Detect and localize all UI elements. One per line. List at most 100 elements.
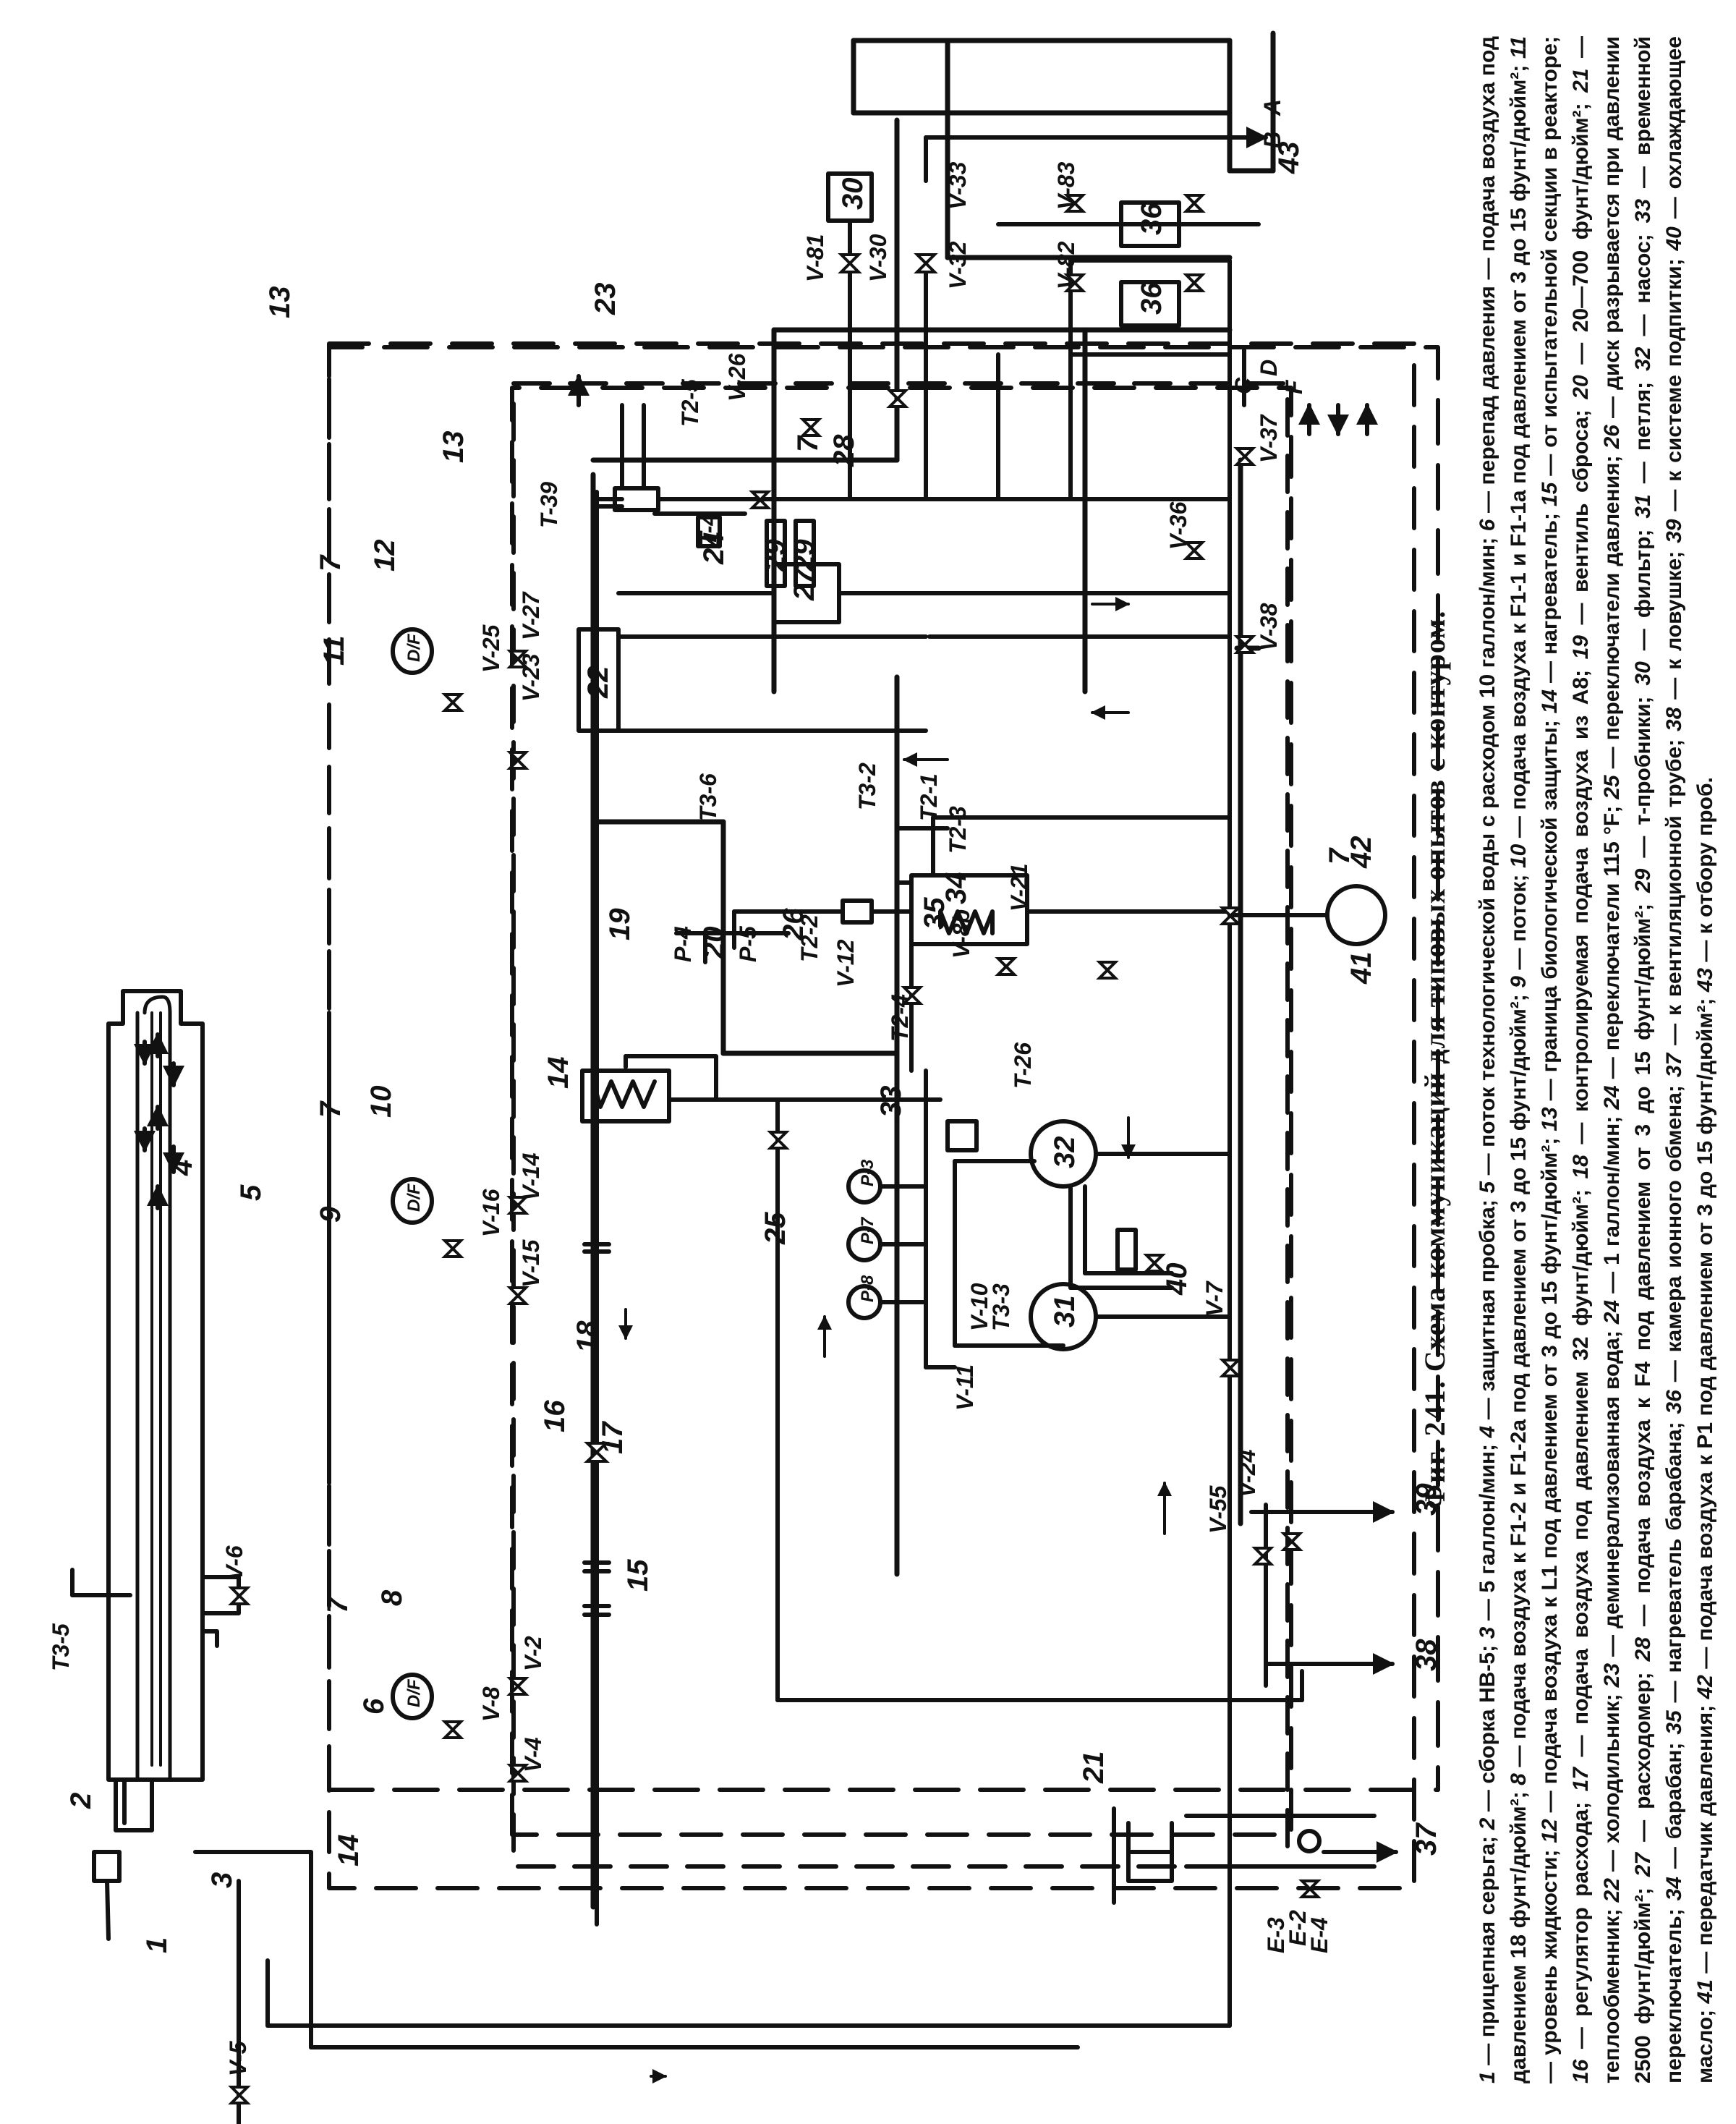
label-2: 2	[65, 1793, 97, 1809]
legend-key: 36	[1662, 1390, 1686, 1414]
legend-item: 14 — нагреватель;	[1538, 506, 1562, 713]
label-9: 9	[315, 1206, 346, 1223]
legend-text: — нагреватель барабана;	[1662, 1414, 1686, 1711]
legend-key: 6	[1476, 519, 1499, 532]
tag-v6: V-6	[221, 1545, 247, 1581]
valve-icon	[749, 490, 772, 509]
valve-icon	[1096, 961, 1119, 980]
valve-icon	[584, 1442, 610, 1463]
tag-v21: V-21	[1006, 864, 1032, 912]
legend-key: 17	[1569, 1767, 1593, 1792]
legend-key: 16	[1569, 2059, 1593, 2083]
label-8: 8	[376, 1589, 408, 1606]
valve-icon	[995, 957, 1018, 976]
legend-item: 20 — 20—700 фунт/дюйм²;	[1569, 93, 1593, 399]
valve-icon	[228, 1586, 251, 1605]
label-29b: 29	[788, 539, 820, 572]
label-33: 33	[875, 1086, 907, 1118]
tag-v55: V-55	[1205, 1484, 1231, 1534]
label-29a: 29	[760, 539, 791, 572]
timer-switch-33	[945, 1119, 979, 1152]
outlet-c: C	[1230, 377, 1256, 394]
legend-key: 19	[1569, 635, 1593, 660]
valve-icon	[1183, 273, 1206, 292]
figure-title: Фиг. 241. Схема коммуникаций для типовых…	[1418, 36, 1452, 2083]
tag-df-11: D/F	[404, 633, 424, 662]
legend-item: 16 — регулятор расхода;	[1569, 1791, 1593, 2083]
legend-key: 42	[1693, 1675, 1717, 1699]
figure-title-text: Схема коммуникаций для типовых опытов с …	[1418, 610, 1451, 1372]
legend-key: 29	[1631, 868, 1655, 893]
label-14-lower: 14	[333, 1835, 365, 1867]
df-transmitter-9	[391, 1177, 434, 1225]
label-6: 6	[358, 1698, 390, 1715]
legend-text: — переключатели давления;	[1600, 449, 1624, 776]
tag-v25: V-25	[478, 624, 504, 673]
valve-icon	[1063, 194, 1086, 213]
legend-item: 24 — 1 галлон/мин;	[1600, 1110, 1624, 1325]
legend-text: — подача воздуха к F1-2 и F1-2a под давл…	[1507, 987, 1531, 1774]
legend-item: 2 — сборка НВ-5;	[1476, 1639, 1499, 1830]
valve-icon	[1233, 635, 1256, 654]
label-22: 22	[582, 666, 614, 700]
tag-p5: P-5	[735, 925, 761, 962]
legend-key: 13	[1538, 1107, 1562, 1131]
legend-text: — 1 галлон/мин;	[1600, 1109, 1624, 1300]
tag-v7: V-7	[1201, 1280, 1227, 1317]
heater-14	[580, 1069, 671, 1123]
tag-df-6: D/F	[404, 1678, 424, 1707]
valve-icon	[506, 650, 529, 668]
valve-icon	[1183, 541, 1206, 560]
label-12: 12	[369, 540, 401, 572]
legend-item: 3 — 5 галлон/мин;	[1476, 1437, 1499, 1639]
legend-key: 20	[1569, 375, 1593, 399]
valve-icon	[1233, 447, 1256, 466]
legend-text: — от испытательной секции в реакторе;	[1538, 36, 1562, 483]
valve-icon	[901, 986, 924, 1005]
reactor-assembly-4	[70, 989, 241, 1941]
figure-legend: 1 — прицепная серьга; 2 — сборка НВ-5; 3…	[1472, 36, 1721, 2083]
label-35: 35	[919, 897, 950, 930]
label-11: 11	[318, 635, 350, 666]
valve-icon	[506, 1286, 529, 1305]
legend-key: 24	[1600, 1085, 1624, 1110]
shield-boundary-13-inner	[510, 386, 1293, 1837]
valve-icon	[799, 418, 822, 437]
label-42: 42	[1345, 836, 1377, 870]
legend-key: 22	[1600, 1878, 1624, 1903]
legend-item: 15 — от испытательной секции в реакторе;	[1538, 36, 1562, 506]
tag-p7: P-7	[858, 1216, 877, 1244]
df-transmitter-11	[391, 627, 434, 675]
tag-v2: V-2	[520, 1636, 546, 1671]
tag-v10: V-10	[966, 1283, 992, 1331]
label-14-upper: 14	[542, 1057, 574, 1089]
outlet-d: D	[1256, 360, 1282, 376]
df-transmitter-6	[391, 1673, 434, 1720]
label-4: 4	[166, 1160, 198, 1176]
legend-text: — к вентиляционной трубе;	[1662, 731, 1686, 1053]
valve-icon	[886, 389, 909, 408]
shield-boundary-13-outer	[327, 345, 1440, 1792]
label-15: 15	[622, 1559, 654, 1592]
label-7c: 7	[315, 554, 346, 572]
legend-item: 8 — подача воздуха к F1-2 и F1-2a под да…	[1507, 988, 1531, 1785]
label-13-outer: 13	[264, 286, 296, 319]
tag-t21: T2-1	[916, 773, 942, 821]
valve-icon	[441, 693, 464, 712]
valve-icon	[1183, 194, 1206, 213]
valve-icon	[441, 1720, 464, 1739]
legend-key: 8	[1507, 1773, 1531, 1785]
legend-item: 41 — передатчик давления;	[1693, 1699, 1717, 2004]
label-7e: 7	[792, 435, 824, 452]
tag-v16: V-16	[478, 1189, 504, 1237]
label-7a: 7	[322, 1596, 354, 1613]
legend-item: 29 — т-пробники;	[1631, 686, 1655, 893]
tag-v15: V-15	[518, 1239, 544, 1288]
label-5: 5	[235, 1184, 267, 1201]
legend-key: 3	[1476, 1626, 1499, 1639]
tag-t32: T3-2	[854, 762, 880, 810]
legend-key: 24	[1600, 1299, 1624, 1325]
label-23: 23	[590, 283, 621, 316]
tag-v14: V-14	[518, 1152, 544, 1201]
